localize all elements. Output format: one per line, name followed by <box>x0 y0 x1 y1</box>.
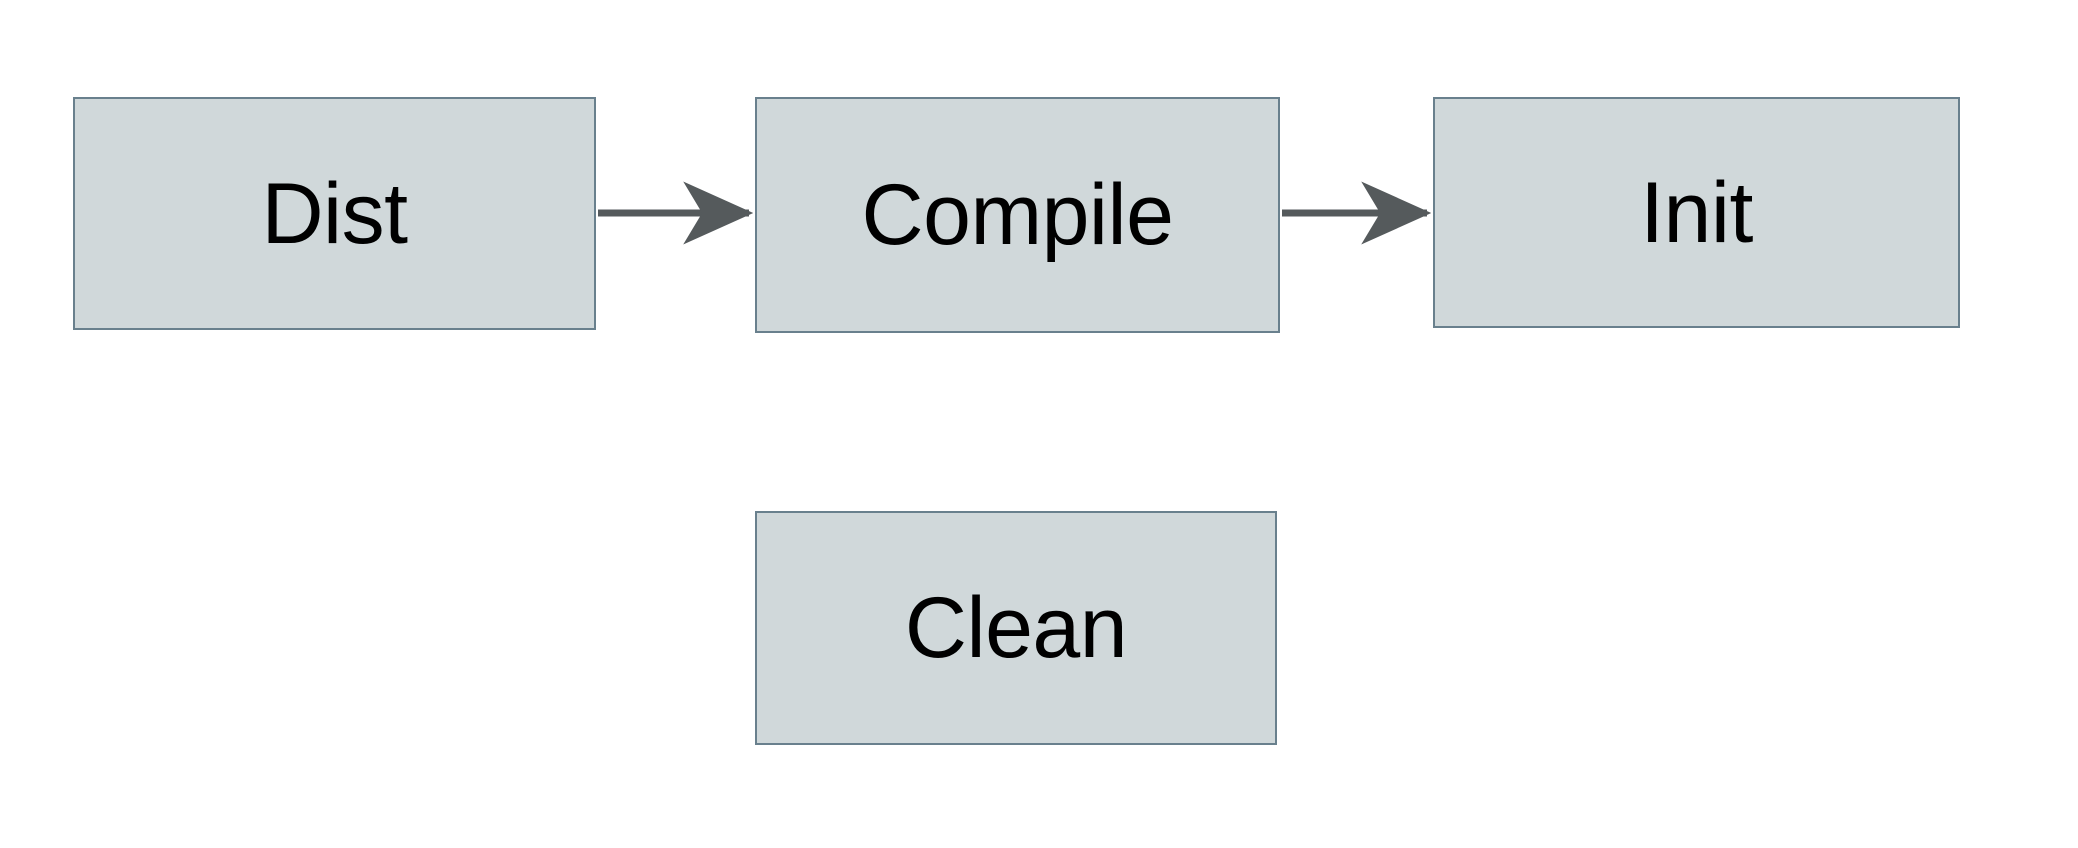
node-dist[interactable]: Dist <box>73 97 596 330</box>
node-clean[interactable]: Clean <box>755 511 1277 745</box>
node-label-compile: Compile <box>861 167 1174 263</box>
edge-dist-to-compile-hitbox[interactable] <box>598 196 753 230</box>
node-compile[interactable]: Compile <box>755 97 1280 333</box>
node-init[interactable]: Init <box>1433 97 1960 328</box>
edge-compile-to-init-hitbox[interactable] <box>1282 196 1431 230</box>
node-label-dist: Dist <box>261 165 408 262</box>
node-label-clean: Clean <box>904 580 1128 676</box>
node-label-init: Init <box>1640 164 1753 261</box>
